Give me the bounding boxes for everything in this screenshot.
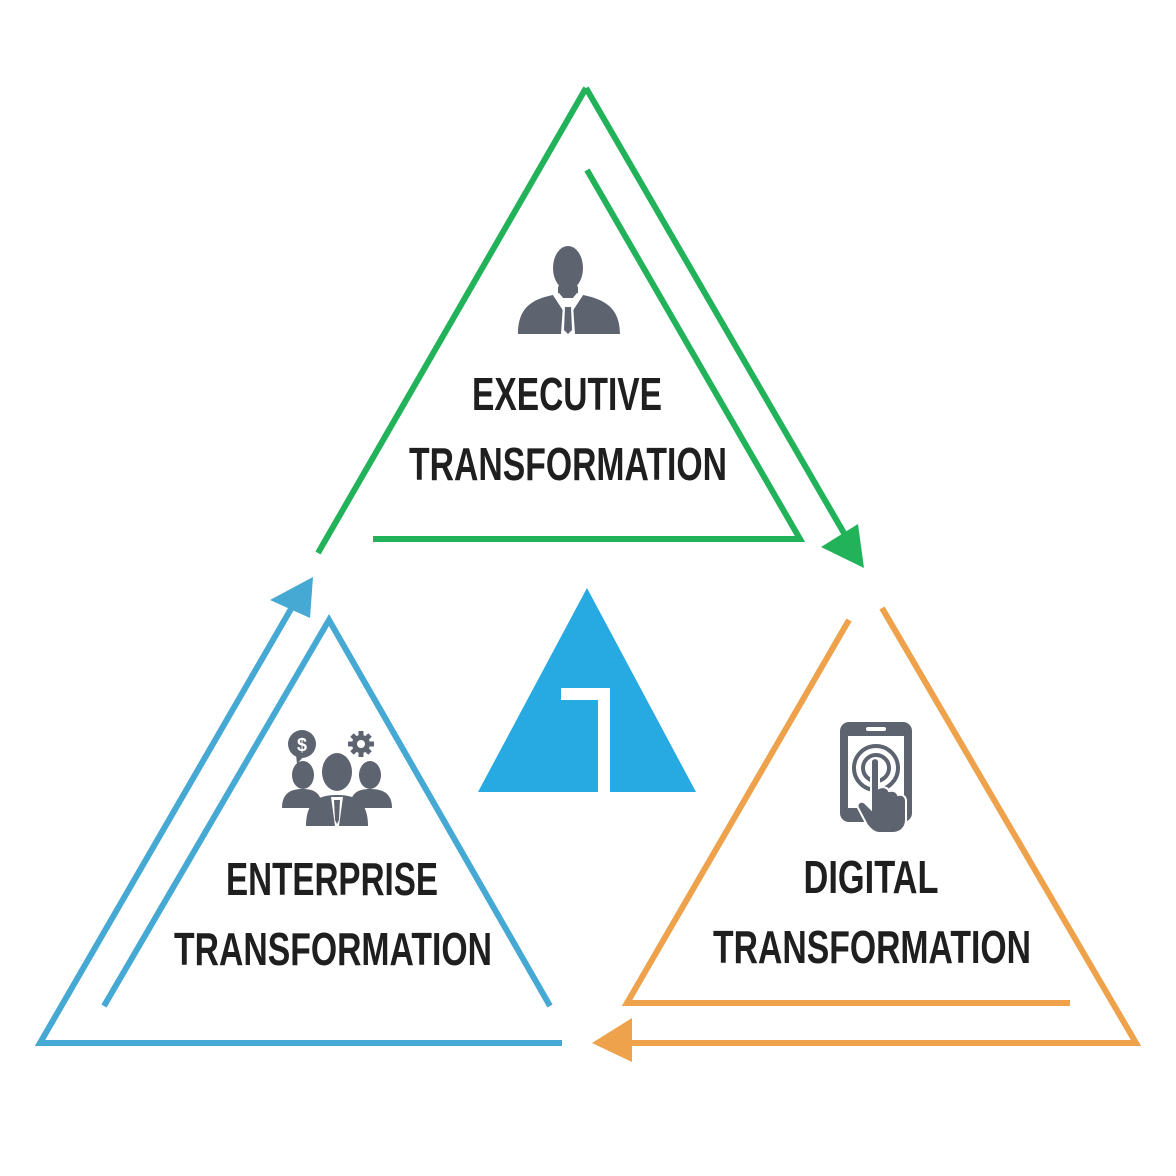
digital-title-line1: DIGITAL <box>804 851 939 903</box>
executive-arrowhead <box>821 524 864 568</box>
enterprise-arrowhead <box>270 577 313 618</box>
digital-inner-edge <box>621 618 1070 1006</box>
enterprise-title-line2: TRANSFORMATION <box>174 923 492 975</box>
executive-title-line1: EXECUTIVE <box>472 368 662 420</box>
executive-outer-right-edge <box>583 86 851 542</box>
executive-title-line2: TRANSFORMATION <box>409 438 727 490</box>
svg-text:$: $ <box>297 735 307 755</box>
executive-inner-edge <box>373 168 806 542</box>
executive-outer-left-edge <box>315 86 589 555</box>
enterprise-section: $ ENTERPRISE TRANSFORMATION <box>34 577 562 1046</box>
enterprise-outer-edge <box>34 600 562 1046</box>
businessman-icon <box>518 246 620 338</box>
digital-triangle-outline <box>621 606 1142 1046</box>
enterprise-title-line1: ENTERPRISE <box>226 853 438 905</box>
executive-triangle-outline <box>315 86 851 555</box>
digital-outer-edge <box>630 606 1142 1046</box>
digital-section: DIGITAL TRANSFORMATION <box>592 606 1142 1062</box>
enterprise-inner-edge <box>101 614 553 1008</box>
digital-arrowhead <box>592 1018 632 1062</box>
enterprise-triangle-outline <box>34 600 562 1046</box>
triangle-door-logo-icon <box>478 588 696 805</box>
digital-title-line2: TRANSFORMATION <box>713 921 1031 973</box>
business-team-icon: $ <box>282 730 392 826</box>
executive-section: EXECUTIVE TRANSFORMATION <box>315 86 864 568</box>
touch-tablet-icon <box>840 722 912 834</box>
